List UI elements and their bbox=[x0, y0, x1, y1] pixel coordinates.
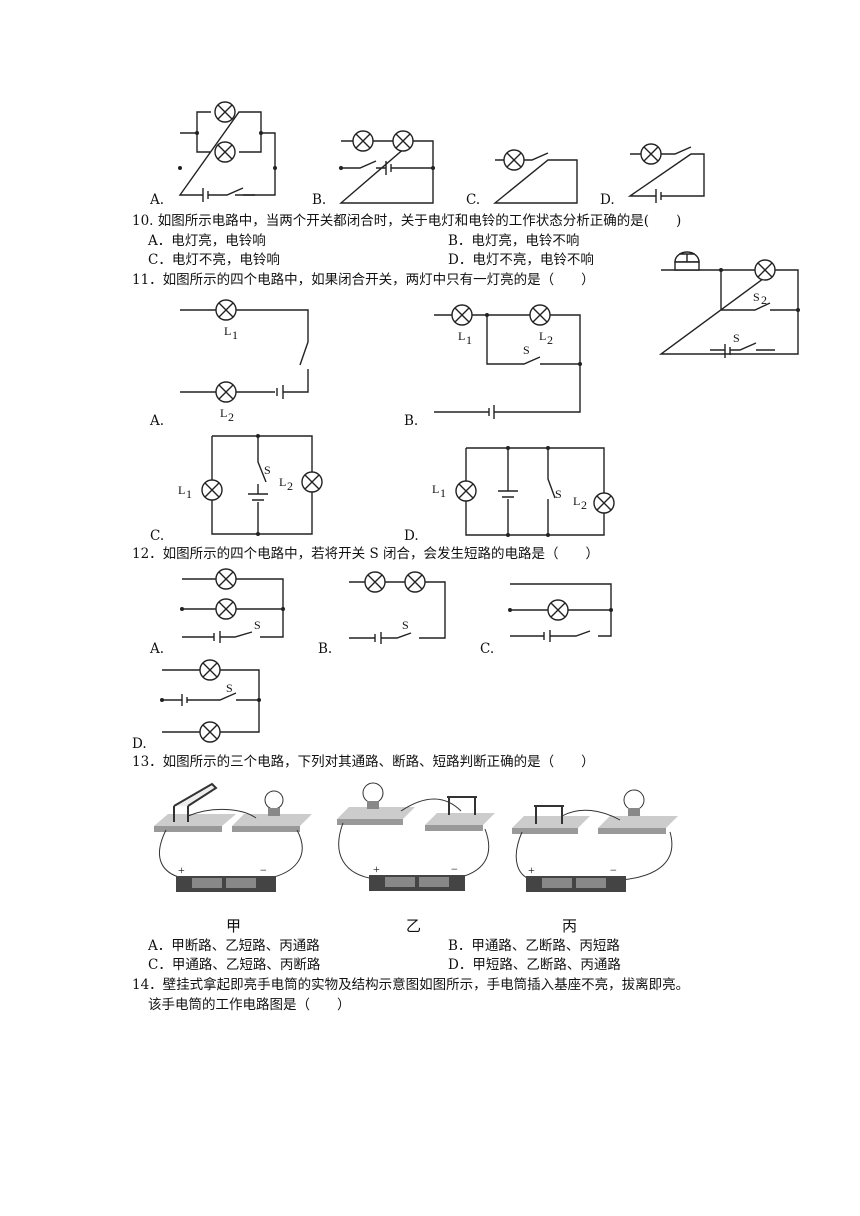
q13-photo-jia: + − bbox=[154, 782, 312, 892]
q13-bing-plus: + bbox=[528, 863, 535, 877]
q13-photo-yi: + − bbox=[337, 782, 495, 891]
q11-option-d[interactable]: D. bbox=[404, 528, 419, 544]
q11-b-l1: L bbox=[458, 329, 465, 343]
q10-option-b[interactable]: B．电灯亮，电铃不响 bbox=[448, 233, 580, 249]
q12-circuit-b: S bbox=[349, 571, 446, 644]
q11-b-l1-sub: 1 bbox=[466, 333, 472, 347]
q12-option-a[interactable]: A. bbox=[150, 641, 165, 657]
q11-option-a[interactable]: A. bbox=[150, 413, 165, 429]
q12-stem: 12．如图所示的四个电路中，若将开关 S 闭合，会发生短路的电路是（ ） bbox=[132, 546, 600, 562]
q11-d-l1-sub: 1 bbox=[440, 486, 446, 500]
q11-d-l2-sub: 2 bbox=[581, 498, 587, 512]
q11-b-l2: L bbox=[539, 329, 546, 343]
q13-photo-bing: + − bbox=[512, 789, 678, 892]
q9-circuit-d bbox=[627, 143, 705, 203]
q9-circuit-b bbox=[339, 130, 435, 204]
q11-d-l2: L bbox=[573, 494, 580, 508]
q13-option-b[interactable]: B．甲通路、乙断路、丙短路 bbox=[448, 938, 620, 954]
q12-b-s: S bbox=[402, 618, 409, 632]
q13-bing-minus: − bbox=[610, 863, 617, 877]
q11-b-l2-sub: 2 bbox=[547, 333, 553, 347]
q11-option-b[interactable]: B. bbox=[404, 413, 419, 429]
q13-jia-minus: − bbox=[260, 863, 267, 877]
q12-circuit-a: S bbox=[180, 568, 285, 643]
q11-option-c[interactable]: C. bbox=[150, 528, 165, 544]
q9-option-a[interactable]: A. bbox=[150, 192, 165, 208]
q11-d-s: S bbox=[555, 487, 562, 501]
q9-circuit-a bbox=[178, 101, 277, 202]
q13-stem: 13．如图所示的三个电路，下列对其通路、断路、短路判断正确的是（ ） bbox=[132, 754, 595, 770]
q12-option-c[interactable]: C. bbox=[480, 641, 495, 657]
q13-yi-minus: − bbox=[451, 862, 458, 876]
q11-d-l1: L bbox=[432, 482, 439, 496]
q12-circuit-c bbox=[508, 583, 613, 642]
q10-s2-subscript: 2 bbox=[761, 293, 767, 307]
q13-jia-plus: + bbox=[178, 863, 185, 877]
q9-option-c[interactable]: C. bbox=[466, 192, 481, 208]
q10-option-c[interactable]: C．电灯不亮，电铃响 bbox=[148, 252, 280, 268]
q9-circuit-c bbox=[493, 149, 578, 204]
q12-option-b[interactable]: B. bbox=[318, 641, 333, 657]
q13-caption-yi: 乙 bbox=[406, 917, 422, 935]
q10-s-label: S bbox=[733, 331, 740, 345]
q13-option-d[interactable]: D．甲短路、乙断路、丙通路 bbox=[448, 957, 621, 973]
q11-c-l1-sub: 1 bbox=[186, 487, 192, 501]
q10-s2-label: S bbox=[753, 290, 760, 304]
q10-option-d[interactable]: D．电灯不亮，电铃不响 bbox=[448, 252, 594, 268]
q11-a-l2: L bbox=[220, 406, 227, 420]
q9-option-d[interactable]: D. bbox=[600, 192, 615, 208]
q11-stem: 11．如图所示的四个电路中，如果闭合开关，两灯中只有一灯亮的是（ ） bbox=[132, 272, 595, 288]
q11-a-l1-sub: 1 bbox=[232, 328, 238, 342]
q11-c-l2: L bbox=[279, 475, 286, 489]
q9-option-b[interactable]: B. bbox=[312, 192, 327, 208]
q13-option-c[interactable]: C．甲通路、乙短路、丙断路 bbox=[148, 957, 321, 973]
q14-stem-line2: 该手电筒的工作电路图是（ ） bbox=[148, 997, 351, 1013]
q14-stem-line1: 14．壁挂式拿起即亮手电筒的实物及结构示意图如图所示，手电筒插入基座不亮，拔离即… bbox=[132, 977, 690, 993]
q11-a-l1: L bbox=[224, 324, 231, 338]
q12-option-d[interactable]: D. bbox=[132, 736, 147, 752]
q11-c-l2-sub: 2 bbox=[287, 479, 293, 493]
q12-a-s: S bbox=[254, 618, 261, 632]
q12-circuit-d: S bbox=[160, 659, 261, 743]
q10-stem: 10. 如图所示电路中，当两个开关都闭合时，关于电灯和电铃的工作状态分析正确的是… bbox=[132, 213, 682, 229]
q11-b-s: S bbox=[523, 343, 530, 357]
q11-c-s: S bbox=[264, 463, 271, 477]
q10-option-a[interactable]: A．电灯亮，电铃响 bbox=[148, 233, 266, 249]
q13-caption-bing: 丙 bbox=[562, 917, 578, 935]
q10-circuit-bell-lamp: S 2 S bbox=[658, 251, 800, 358]
q13-option-a[interactable]: A．甲断路、乙短路、丙通路 bbox=[148, 938, 320, 954]
q11-c-l1: L bbox=[178, 483, 185, 497]
q13-yi-plus: + bbox=[373, 862, 380, 876]
q11-a-l2-sub: 2 bbox=[228, 410, 234, 424]
q12-d-s: S bbox=[226, 681, 233, 695]
q13-caption-jia: 甲 bbox=[226, 917, 242, 935]
